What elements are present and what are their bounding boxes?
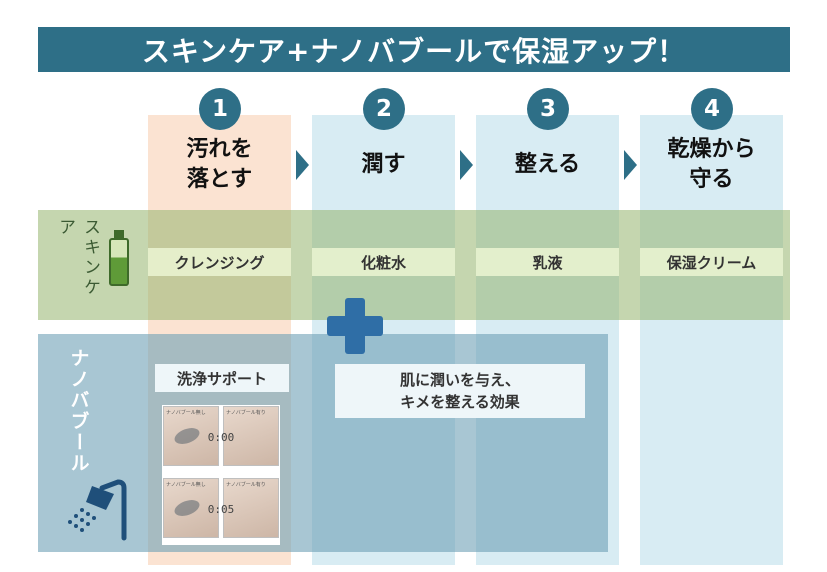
step-label-1-line2: 落とす [186,167,253,192]
product-label-toner: 化粧水 [312,248,455,276]
comparison-photo: ナノバブール有り 0:00 [208,406,279,466]
step-label-2: 潤す [312,132,455,198]
step-column-4 [640,115,783,565]
step-label-3-line1: 整える [514,152,581,177]
step-label-4: 乾燥から守る [640,132,783,198]
step-label-1: 汚れを落とす [148,132,291,198]
wash-support-label: 洗浄サポート [155,364,289,392]
chevron-right-icon [460,150,473,180]
step-label-3: 整える [476,132,619,198]
comparison-photo: ナノバブール無し [163,406,219,466]
step-label-2-line1: 潤す [361,152,406,177]
bottle-icon [114,230,124,238]
step-number-4: 4 [691,88,733,130]
step-number-2: 2 [363,88,405,130]
product-label-cleansing: クレンジング [148,248,291,276]
comparison-photo: ナノバブール有り 0:05 [208,478,279,538]
effect-line-2: キメを整える効果 [400,393,520,411]
comparison-photo: ナノバブール無し [163,478,219,538]
bottle-icon [109,238,129,286]
photo-caption: ナノバブール有り [226,410,266,416]
photo-caption: ナノバブール有り [226,482,266,488]
product-label-emulsion: 乳液 [476,248,619,276]
plus-icon [327,316,383,336]
step-number-1: 1 [199,88,241,130]
shower-icon [68,479,127,541]
step-label-1-line1: 汚れを [186,137,253,162]
effect-line-1: 肌に潤いを与え、 [399,371,520,389]
moisture-effect-box: 肌に潤いを与え、 キメを整える効果 [335,364,585,418]
photo-caption: ナノバブール無し [166,410,206,416]
photo-time: 0:00 [207,431,235,444]
nano-bubble-label: ナノバブール [67,348,90,474]
step-label-4-line1: 乾燥から [667,137,756,162]
page-title: スキンケア+ナノバブールで保湿アップ！ [38,27,790,72]
photo-time: 0:05 [207,503,235,516]
chevron-right-icon [624,150,637,180]
step-number-3: 3 [527,88,569,130]
product-label-cream: 保湿クリーム [640,248,783,276]
photo-caption: ナノバブール無し [166,482,206,488]
step-label-4-line2: 守る [689,167,734,192]
skincare-label: スキンケア [55,218,100,298]
chevron-right-icon [296,150,309,180]
